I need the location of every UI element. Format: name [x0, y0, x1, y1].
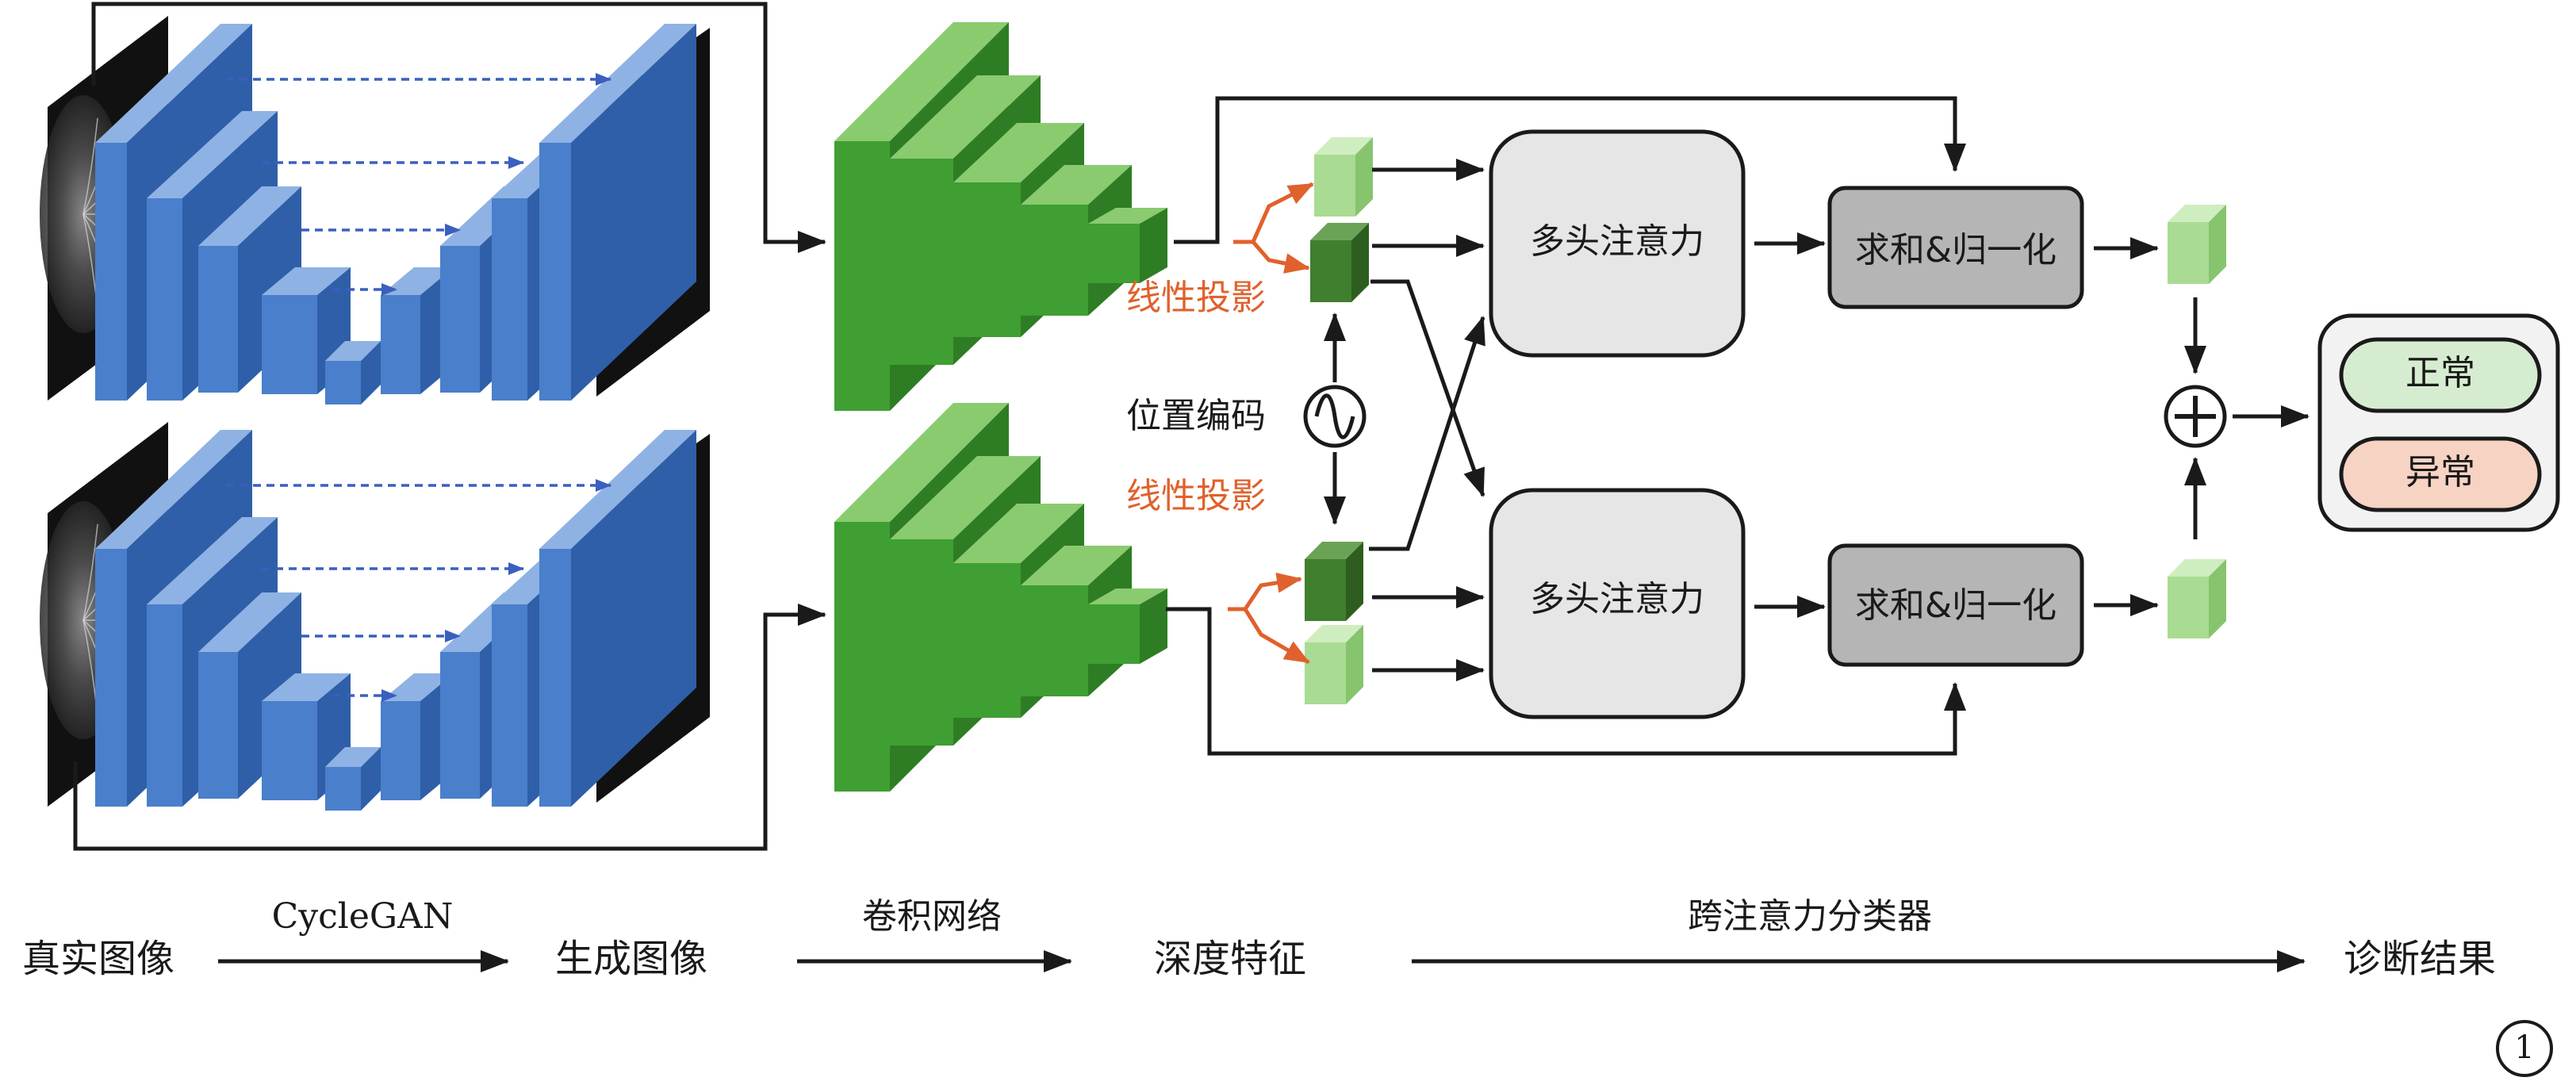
pipeline-stage-generated: 生成图像 — [555, 937, 707, 981]
sine-wave-icon — [1303, 385, 1367, 448]
add-norm-block-bottom: 求和&归一化 — [1827, 543, 2084, 667]
attention-block-top: 多头注意力 — [1489, 129, 1746, 358]
cnn-encoder-1 — [834, 22, 1167, 411]
add-norm-label-bottom: 求和&归一化 — [1855, 585, 2057, 626]
query-token-bottom-light — [1305, 625, 1363, 704]
unet-decoder-block-4 — [539, 430, 696, 807]
attention-block-bottom: 多头注意力 — [1489, 488, 1746, 719]
pipeline-stage-real: 真实图像 — [22, 937, 174, 981]
pipeline-arrow-classifier: 跨注意力分类器 — [1688, 896, 1932, 937]
cnn-encoder-2 — [834, 403, 1167, 792]
pipeline-arrow-cyclegan: CycleGAN — [272, 896, 454, 937]
attention-to-norm-arrows — [1754, 232, 1826, 618]
output-token-bottom — [2168, 559, 2226, 638]
unet-loop-lines — [73, 2, 826, 851]
output-token-top — [2168, 205, 2226, 284]
abnormal-label: 异常 — [2405, 452, 2475, 493]
linear-projection-label-top: 线性投影 — [1126, 278, 1266, 318]
norm-to-token-arrows — [2094, 237, 2310, 616]
unet-generators — [40, 16, 710, 811]
query-token-top-light — [1314, 137, 1373, 217]
projection-arrows — [1228, 182, 1314, 665]
pipeline-arrow-cnn: 卷积网络 — [862, 896, 1002, 937]
figure-number: 1 — [2496, 1020, 2553, 1077]
unet-decoder-block-4 — [539, 24, 696, 401]
positional-encoding-label: 位置编码 — [1126, 396, 1266, 436]
query-token-top-dark — [1310, 223, 1369, 302]
bottom-stream-lines — [1166, 316, 1966, 756]
query-token-bottom-dark — [1305, 542, 1363, 621]
normal-pill — [2339, 337, 2542, 413]
unet-encoder-block-4 — [262, 673, 351, 800]
unet-generator-2 — [40, 422, 710, 811]
unet-encoder-block-5 — [325, 747, 381, 811]
top-stream-lines — [1174, 96, 1966, 497]
add-norm-block-top: 求和&归一化 — [1827, 186, 2084, 309]
unet-encoder-block-5 — [325, 341, 381, 404]
pipeline-stage-diagnosis: 诊断结果 — [2344, 937, 2496, 981]
cnn-layer-block-5 — [1088, 208, 1167, 283]
pipeline-stage-features: 深度特征 — [1154, 937, 1306, 981]
cnn-encoders — [834, 22, 1167, 792]
normal-label: 正常 — [2405, 353, 2475, 393]
add-norm-label-top: 求和&归一化 — [1855, 230, 2057, 270]
circle-plus-icon — [2164, 385, 2227, 448]
cnn-layer-block-5 — [1088, 589, 1167, 664]
unet-generator-1 — [40, 16, 710, 404]
pipeline: 真实图像 CycleGAN 生成图像 卷积网络 深度特征 跨注意力分类器 诊断结… — [22, 896, 2496, 981]
feature-tokens — [1305, 137, 2226, 704]
diagnosis-panel: 正常 异常 — [2317, 313, 2560, 532]
linear-projection-label-bottom: 线性投影 — [1126, 476, 1266, 516]
attention-label-top: 多头注意力 — [1530, 221, 1704, 262]
abnormal-pill — [2339, 436, 2542, 512]
attention-label-bottom: 多头注意力 — [1530, 579, 1704, 619]
figure-number-label: 1 — [2514, 1029, 2534, 1066]
